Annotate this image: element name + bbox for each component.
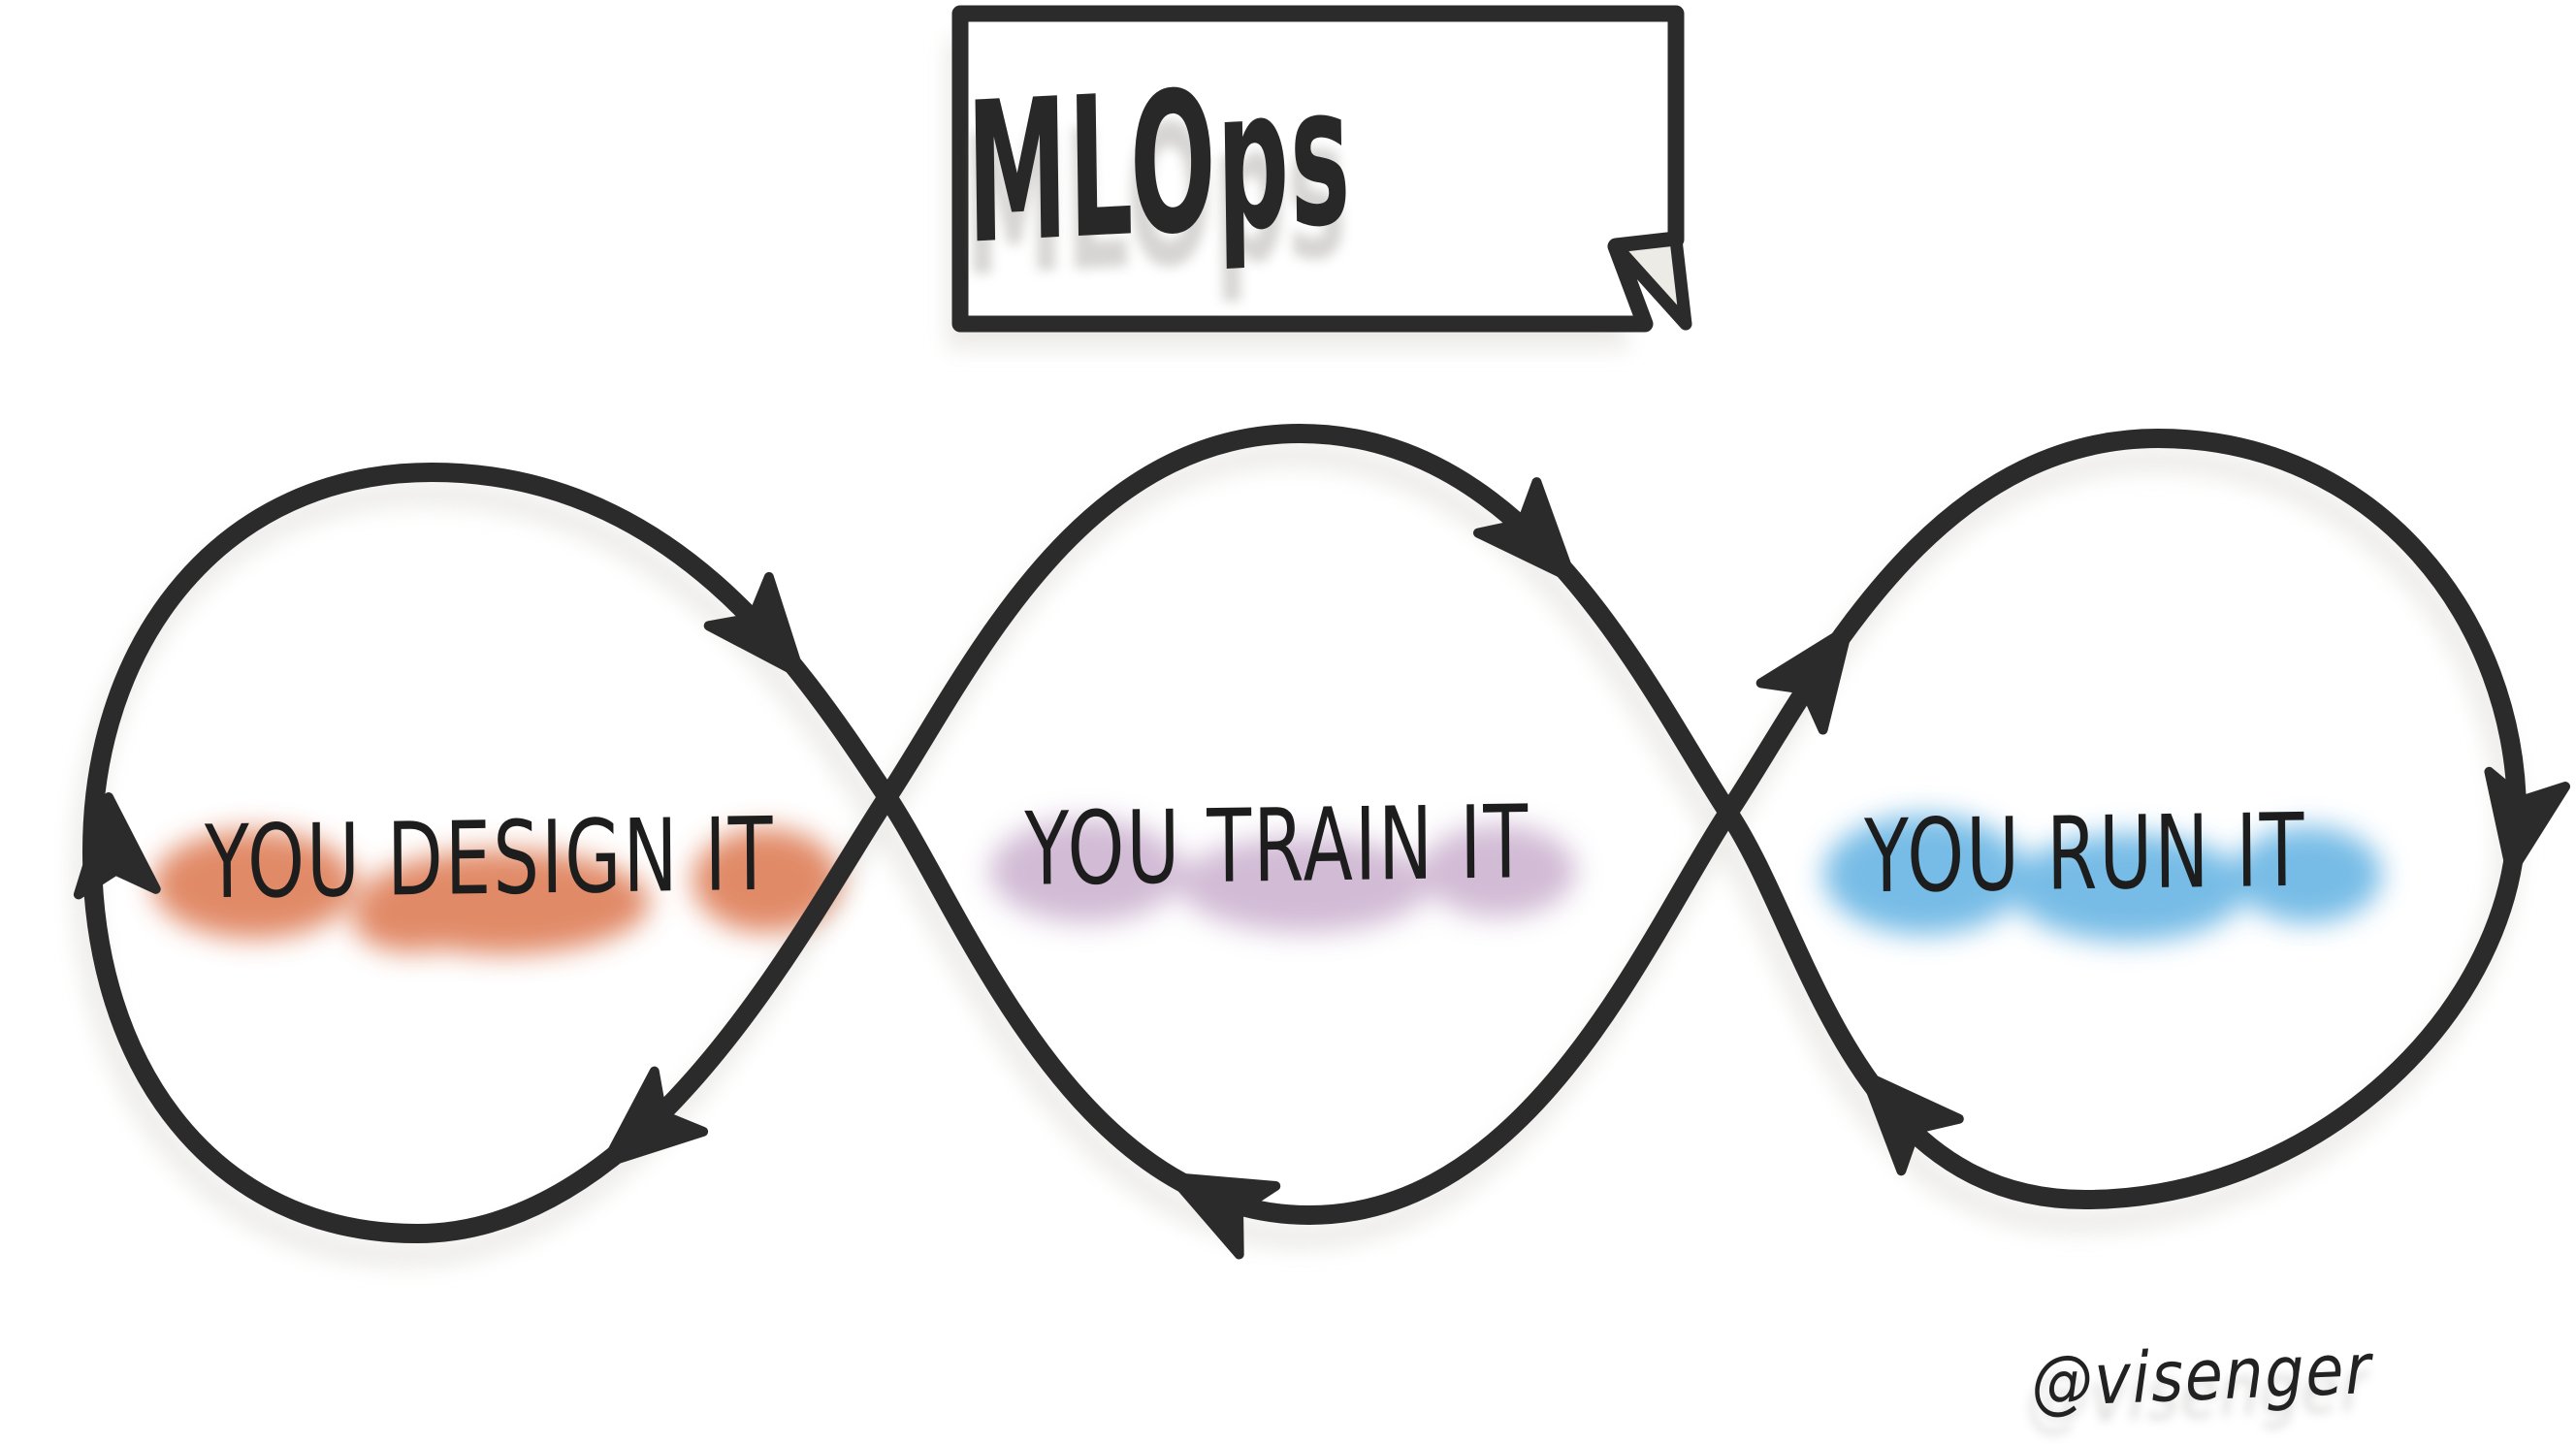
note-folded-corner — [1609, 233, 1692, 331]
arrowhead-train-top-icon — [1473, 477, 1576, 583]
arrowhead-design-top-icon — [703, 571, 805, 679]
arrowhead-train-bottom-icon — [1168, 1172, 1281, 1260]
highlight-train — [989, 818, 1576, 933]
stage-label-run: YOU RUN IT — [1863, 790, 2307, 916]
arrowhead-design-bottom-icon — [601, 1066, 709, 1168]
title-note — [947, 5, 1692, 349]
highlight-design — [152, 828, 840, 954]
diagram-title: MLOps — [965, 42, 1353, 288]
highlight-run — [1823, 815, 2382, 942]
stage-label-train: YOU TRAIN IT — [1024, 783, 1530, 909]
stage-label-design: YOU DESIGN IT — [204, 794, 776, 922]
arrowheads — [73, 477, 2571, 1260]
arrowhead-run-bottom-icon — [1860, 1071, 1964, 1176]
arrowhead-design-left-icon — [73, 792, 161, 900]
author-signature: @visenger — [2029, 1328, 2374, 1423]
arrowhead-run-topleft-icon — [1755, 625, 1852, 735]
arrowhead-run-right-icon — [2484, 766, 2571, 878]
